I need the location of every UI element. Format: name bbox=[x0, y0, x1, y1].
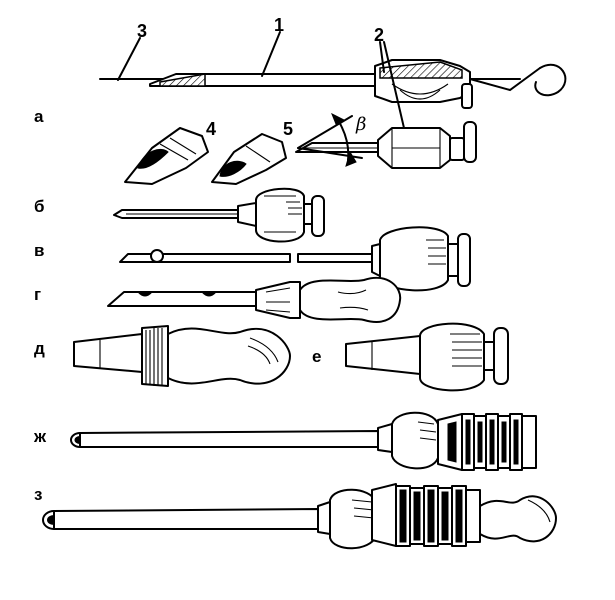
row-label-d: д bbox=[34, 339, 45, 358]
needle-d-grip bbox=[167, 327, 291, 385]
part-label-2: 2 bbox=[374, 25, 385, 45]
leader-2b bbox=[383, 41, 405, 129]
bevel-opening-5 bbox=[219, 160, 247, 177]
needle-e-handle bbox=[345, 322, 509, 392]
part-label-3: 3 bbox=[137, 21, 148, 41]
needle-g-shaft bbox=[107, 291, 261, 307]
stylet-handle bbox=[469, 67, 541, 92]
needle-e-hub bbox=[419, 322, 485, 392]
row-label-a: а bbox=[34, 107, 44, 126]
needle-zh-plates bbox=[437, 413, 537, 471]
stylet-loop bbox=[534, 63, 567, 97]
needle-d-cone bbox=[73, 333, 143, 373]
leader-2a bbox=[379, 41, 385, 73]
needle-g-handle bbox=[299, 277, 402, 323]
needle-g-notch-1 bbox=[136, 291, 154, 297]
leader-3 bbox=[117, 37, 141, 81]
bevel-tip-4 bbox=[124, 127, 209, 185]
needle-b bbox=[113, 187, 325, 243]
leader-1 bbox=[261, 31, 281, 77]
needle-z bbox=[42, 483, 557, 550]
cannula-section bbox=[159, 73, 206, 87]
needle-b-hub bbox=[255, 187, 305, 243]
hub-collar bbox=[461, 83, 473, 109]
part-label-5: 5 bbox=[283, 119, 294, 139]
needle-zh-hub bbox=[391, 411, 439, 470]
angle-label-beta: β bbox=[356, 114, 367, 135]
row-label-b: б bbox=[34, 197, 45, 216]
needle-z-tube bbox=[53, 508, 319, 530]
needle-with-stylet bbox=[99, 59, 567, 109]
needle-z-plates bbox=[371, 483, 481, 547]
row-label-z: з bbox=[34, 485, 43, 504]
needle-v-stopper bbox=[150, 249, 164, 263]
part-label-1: 1 bbox=[274, 15, 285, 35]
needle-z-knob bbox=[479, 495, 557, 543]
row-label-zh: ж bbox=[34, 427, 47, 446]
hub-section bbox=[379, 61, 463, 79]
needle-z-hub bbox=[329, 488, 377, 550]
needle-g-collar bbox=[255, 281, 301, 319]
needle-zh bbox=[70, 411, 537, 471]
needle-e-cone bbox=[345, 335, 421, 375]
needle-zh-tube bbox=[79, 430, 379, 448]
row-label-g: г bbox=[34, 285, 42, 304]
needle-v bbox=[119, 226, 471, 292]
needle-g-notch-2 bbox=[200, 291, 218, 297]
row-label-v: в bbox=[34, 241, 45, 260]
needle-v-shaft-left bbox=[119, 253, 291, 263]
needle-v-shaft-right bbox=[297, 253, 373, 263]
needle-d-handle bbox=[73, 325, 291, 387]
needle-angle-beta bbox=[295, 112, 477, 169]
needle-g bbox=[107, 277, 402, 323]
part-label-4: 4 bbox=[206, 119, 217, 139]
hub-flange bbox=[463, 121, 477, 163]
row-label-e: е bbox=[312, 347, 322, 366]
bevel-tip-5 bbox=[211, 133, 287, 185]
bevel-opening-4 bbox=[137, 148, 169, 169]
